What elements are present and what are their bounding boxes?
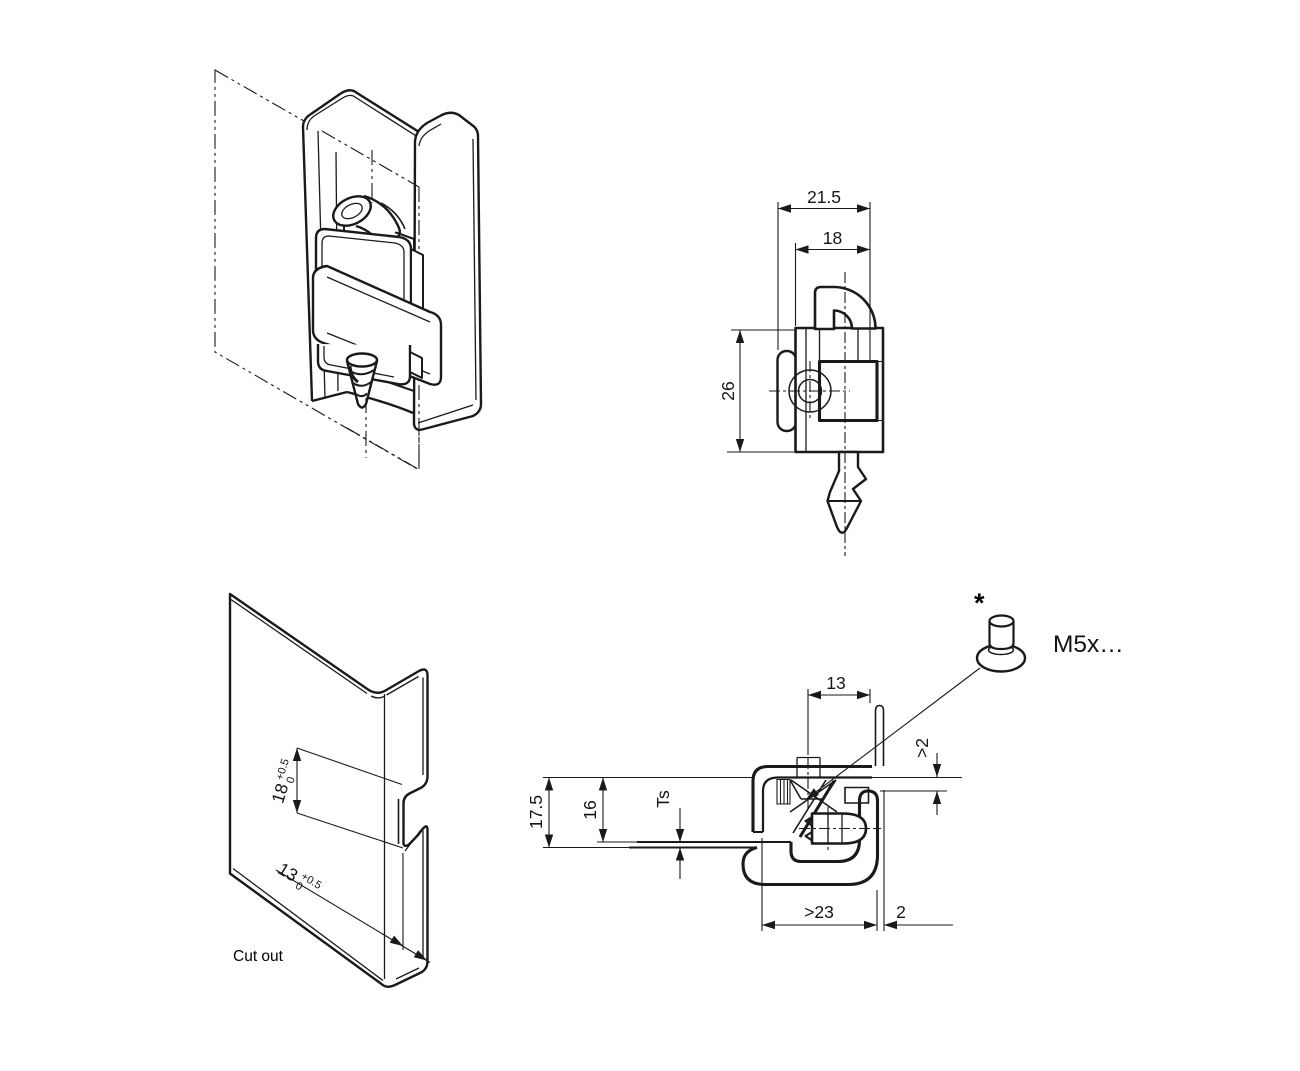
cutout-panel-outline — [228, 592, 429, 988]
dim-height-label: 26 — [718, 381, 738, 400]
hinge-front-pin — [826, 450, 868, 534]
dim-cutout-width-tol-lower: 0 — [293, 880, 304, 893]
dim-min-depth-label: >23 — [804, 902, 834, 922]
screw-shaft — [988, 621, 1015, 651]
phantom-door-top-edge — [321, 130, 420, 188]
screw-size-label: M5x… — [1053, 631, 1124, 658]
dim-inner-height-label: 16 — [580, 800, 600, 819]
hinge-arm-end-cap — [332, 195, 372, 227]
cutout-caption: Cut out — [233, 948, 284, 965]
dimension-total-height: 17.5 — [526, 777, 629, 849]
view-mounting-section: 13 >2 17.5 16 Ts >23 — [526, 588, 1124, 931]
view-cutout-isometric: 18 +0.5 0 13 +0.5 0 Cut out — [228, 592, 431, 988]
dimension-18: 18 — [794, 228, 870, 326]
dim-hole-offset-label: 13 — [826, 673, 845, 693]
dimension-26: 26 — [718, 329, 794, 453]
dimension-inner-height: 16 — [580, 777, 637, 843]
view-front-orthographic: 21.5 18 26 — [718, 187, 885, 556]
dim-sheet-thickness-label: Ts — [653, 790, 673, 808]
door-wrap-pocket — [741, 789, 880, 887]
dimension-hole-offset: 13 — [807, 673, 871, 755]
screw-footnote-asterisk: * — [974, 588, 985, 618]
dim-width-inner-label: 18 — [823, 228, 842, 248]
mounting-screw: * M5x… — [805, 588, 1124, 800]
dimension-21-5: 21.5 — [777, 187, 871, 360]
dim-edge-offset-label: 2 — [896, 902, 906, 922]
hinge-upper-saddle — [314, 227, 413, 316]
dim-width-outer-label: 21.5 — [807, 187, 841, 207]
screw-leader-line — [805, 667, 981, 800]
dimension-clearance: >2 — [880, 738, 947, 815]
frame-sheet-edge — [874, 704, 885, 766]
hinge-frame-leaf — [751, 764, 872, 832]
dimension-sheet-thickness: Ts — [653, 790, 685, 879]
dimension-edge-offset: 2 — [884, 902, 953, 930]
hinge-body-isometric — [311, 194, 443, 458]
hinge-pin-barrel — [799, 807, 881, 850]
view-assembly-isometric — [214, 69, 483, 471]
dim-clearance-label: >2 — [912, 738, 932, 758]
dim-cutout-height-tol-lower: 0 — [285, 776, 298, 785]
dim-total-height-label: 17.5 — [526, 795, 546, 829]
dimension-cutout-height: 18 +0.5 0 — [267, 747, 404, 849]
dimension-min-depth: >23 — [762, 902, 877, 930]
